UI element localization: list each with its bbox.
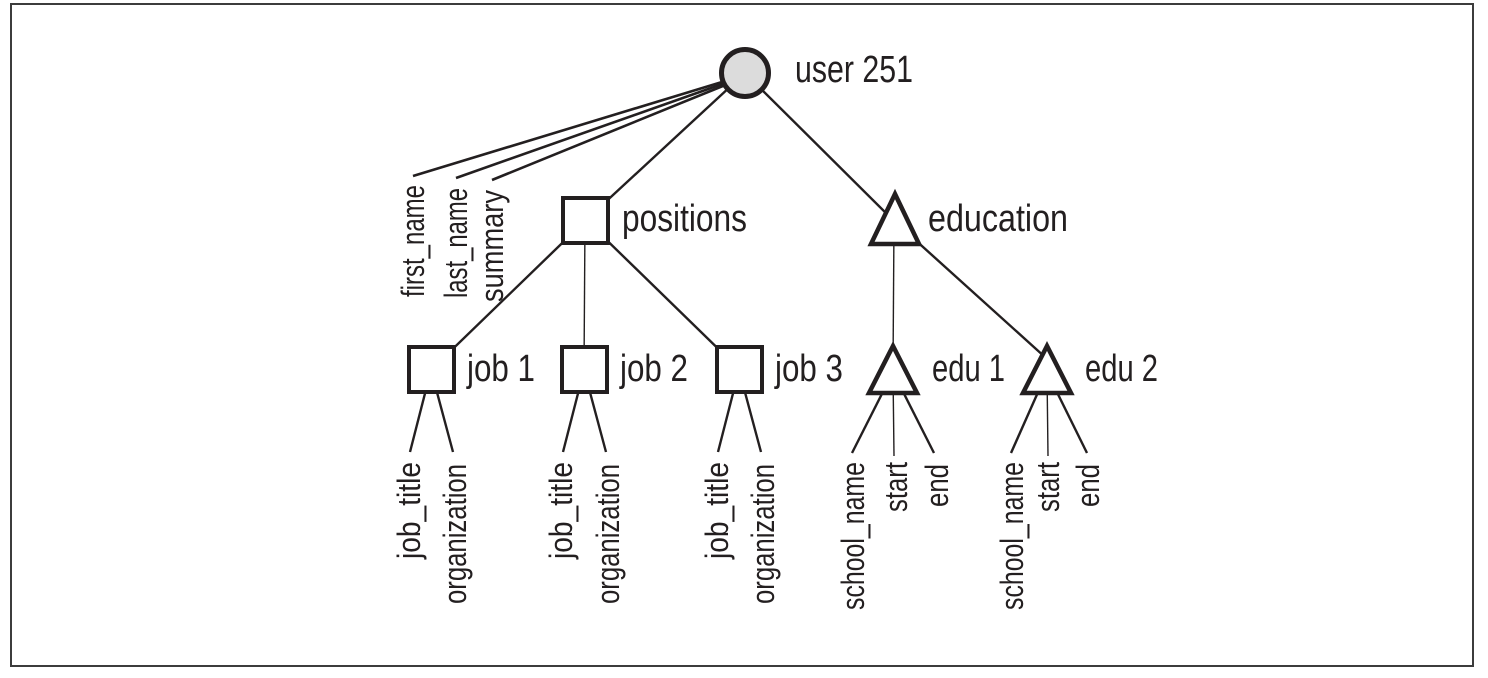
edge-root-summary bbox=[491, 75, 746, 182]
education-node-triangle-icon bbox=[867, 188, 923, 247]
root-node-label: user 251 bbox=[795, 49, 913, 91]
edge-education-edu2 bbox=[901, 227, 1047, 359]
edu2-node-triangle-icon bbox=[1019, 341, 1075, 396]
edge-root-first-name bbox=[412, 73, 746, 178]
leaf-label-edu2-end: end bbox=[1070, 464, 1106, 507]
leaf-label-edu1-school-name: school_name bbox=[835, 462, 871, 610]
job3-node-label: job 3 bbox=[774, 348, 843, 390]
edge-positions-job3 bbox=[585, 219, 741, 371]
positions-node-label: positions bbox=[622, 198, 747, 240]
job2-node-label: job 2 bbox=[619, 348, 688, 390]
leaf-label-job1-organization: organization bbox=[437, 464, 473, 604]
edu2-node-label: edu 2 bbox=[1085, 348, 1158, 390]
job3-node-square-icon bbox=[715, 345, 764, 394]
root-node-circle-icon bbox=[719, 47, 771, 99]
positions-node-square-icon bbox=[561, 196, 610, 245]
edu1-node-label: edu 1 bbox=[932, 348, 1005, 390]
leaf-label-job2-organization: organization bbox=[590, 464, 626, 604]
edu1-node-triangle-icon bbox=[865, 341, 921, 396]
edge-root-last-name bbox=[455, 74, 746, 180]
leaf-label-job2-job-title: job_title bbox=[543, 462, 579, 560]
leaf-label-edu1-end: end bbox=[919, 464, 955, 507]
job1-node-label: job 1 bbox=[466, 348, 535, 390]
edge-positions-job1 bbox=[430, 219, 587, 371]
leaf-label-job1-job-title: job_title bbox=[391, 462, 427, 560]
job1-node-square-icon bbox=[407, 345, 456, 394]
leaf-label-edu2-start: start bbox=[1030, 462, 1066, 512]
leaf-label-job3-organization: organization bbox=[745, 464, 781, 604]
leaf-label-job3-job-title: job_title bbox=[699, 462, 735, 560]
leaf-label-last-name: last_name bbox=[438, 188, 474, 298]
education-node-label: education bbox=[928, 198, 1068, 240]
leaf-label-summary: summary bbox=[474, 190, 510, 302]
leaf-label-edu2-school-name: school_name bbox=[994, 462, 1030, 610]
edge-root-education bbox=[744, 72, 896, 223]
leaf-label-first-name: first_name bbox=[395, 185, 431, 297]
figure-border bbox=[10, 3, 1474, 667]
job2-node-square-icon bbox=[560, 345, 609, 394]
edge-root-positions bbox=[585, 72, 746, 221]
leaf-label-edu1-start: start bbox=[878, 462, 914, 512]
